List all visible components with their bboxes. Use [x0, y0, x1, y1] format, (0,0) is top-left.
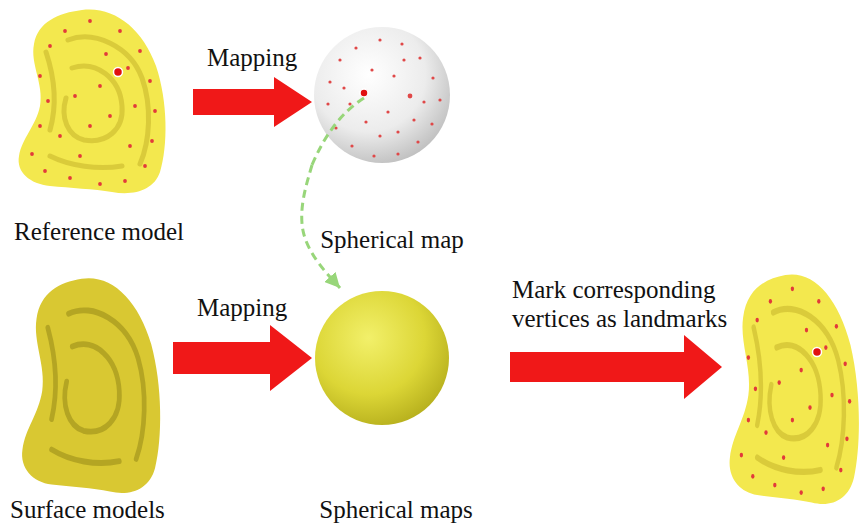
figure-panel: Surface models	[4, 270, 173, 524]
ear-folds	[48, 310, 144, 463]
edge-label: Mapping	[197, 294, 287, 322]
ear-surface	[730, 274, 859, 504]
figure-caption: Spherical map	[312, 226, 472, 254]
landmark-dots	[740, 286, 852, 495]
block-arrow	[173, 325, 312, 391]
figure-panel: Reference model	[8, 4, 193, 246]
spherical-map	[315, 291, 449, 425]
figure-caption: Reference model	[8, 218, 193, 246]
landmarked-ear	[730, 274, 859, 504]
block-arrow	[510, 335, 722, 399]
ear-surface	[19, 10, 166, 194]
landmark-dots	[30, 19, 157, 186]
ear-surface	[22, 278, 160, 493]
ear-folds	[754, 309, 844, 472]
landmark-marker	[114, 68, 123, 77]
landmark-marker	[360, 89, 368, 97]
figure-panel: Spherical maps	[312, 288, 480, 524]
reference-ear	[19, 10, 166, 194]
step-label: Mark corresponding vertices as landmarks	[512, 276, 752, 334]
figure-panel: Spherical map	[312, 22, 472, 254]
sphere-dots	[326, 38, 441, 157]
ear-folds	[46, 37, 149, 167]
surface-ear	[22, 278, 160, 493]
block-arrow	[193, 77, 312, 127]
spherical-map	[314, 27, 450, 163]
edge-label: Mapping	[207, 44, 297, 72]
figure-caption: Surface models	[4, 496, 173, 524]
correspondence-line	[312, 98, 364, 165]
figure-caption: Spherical maps	[312, 496, 480, 524]
landmark-marker	[813, 348, 822, 357]
